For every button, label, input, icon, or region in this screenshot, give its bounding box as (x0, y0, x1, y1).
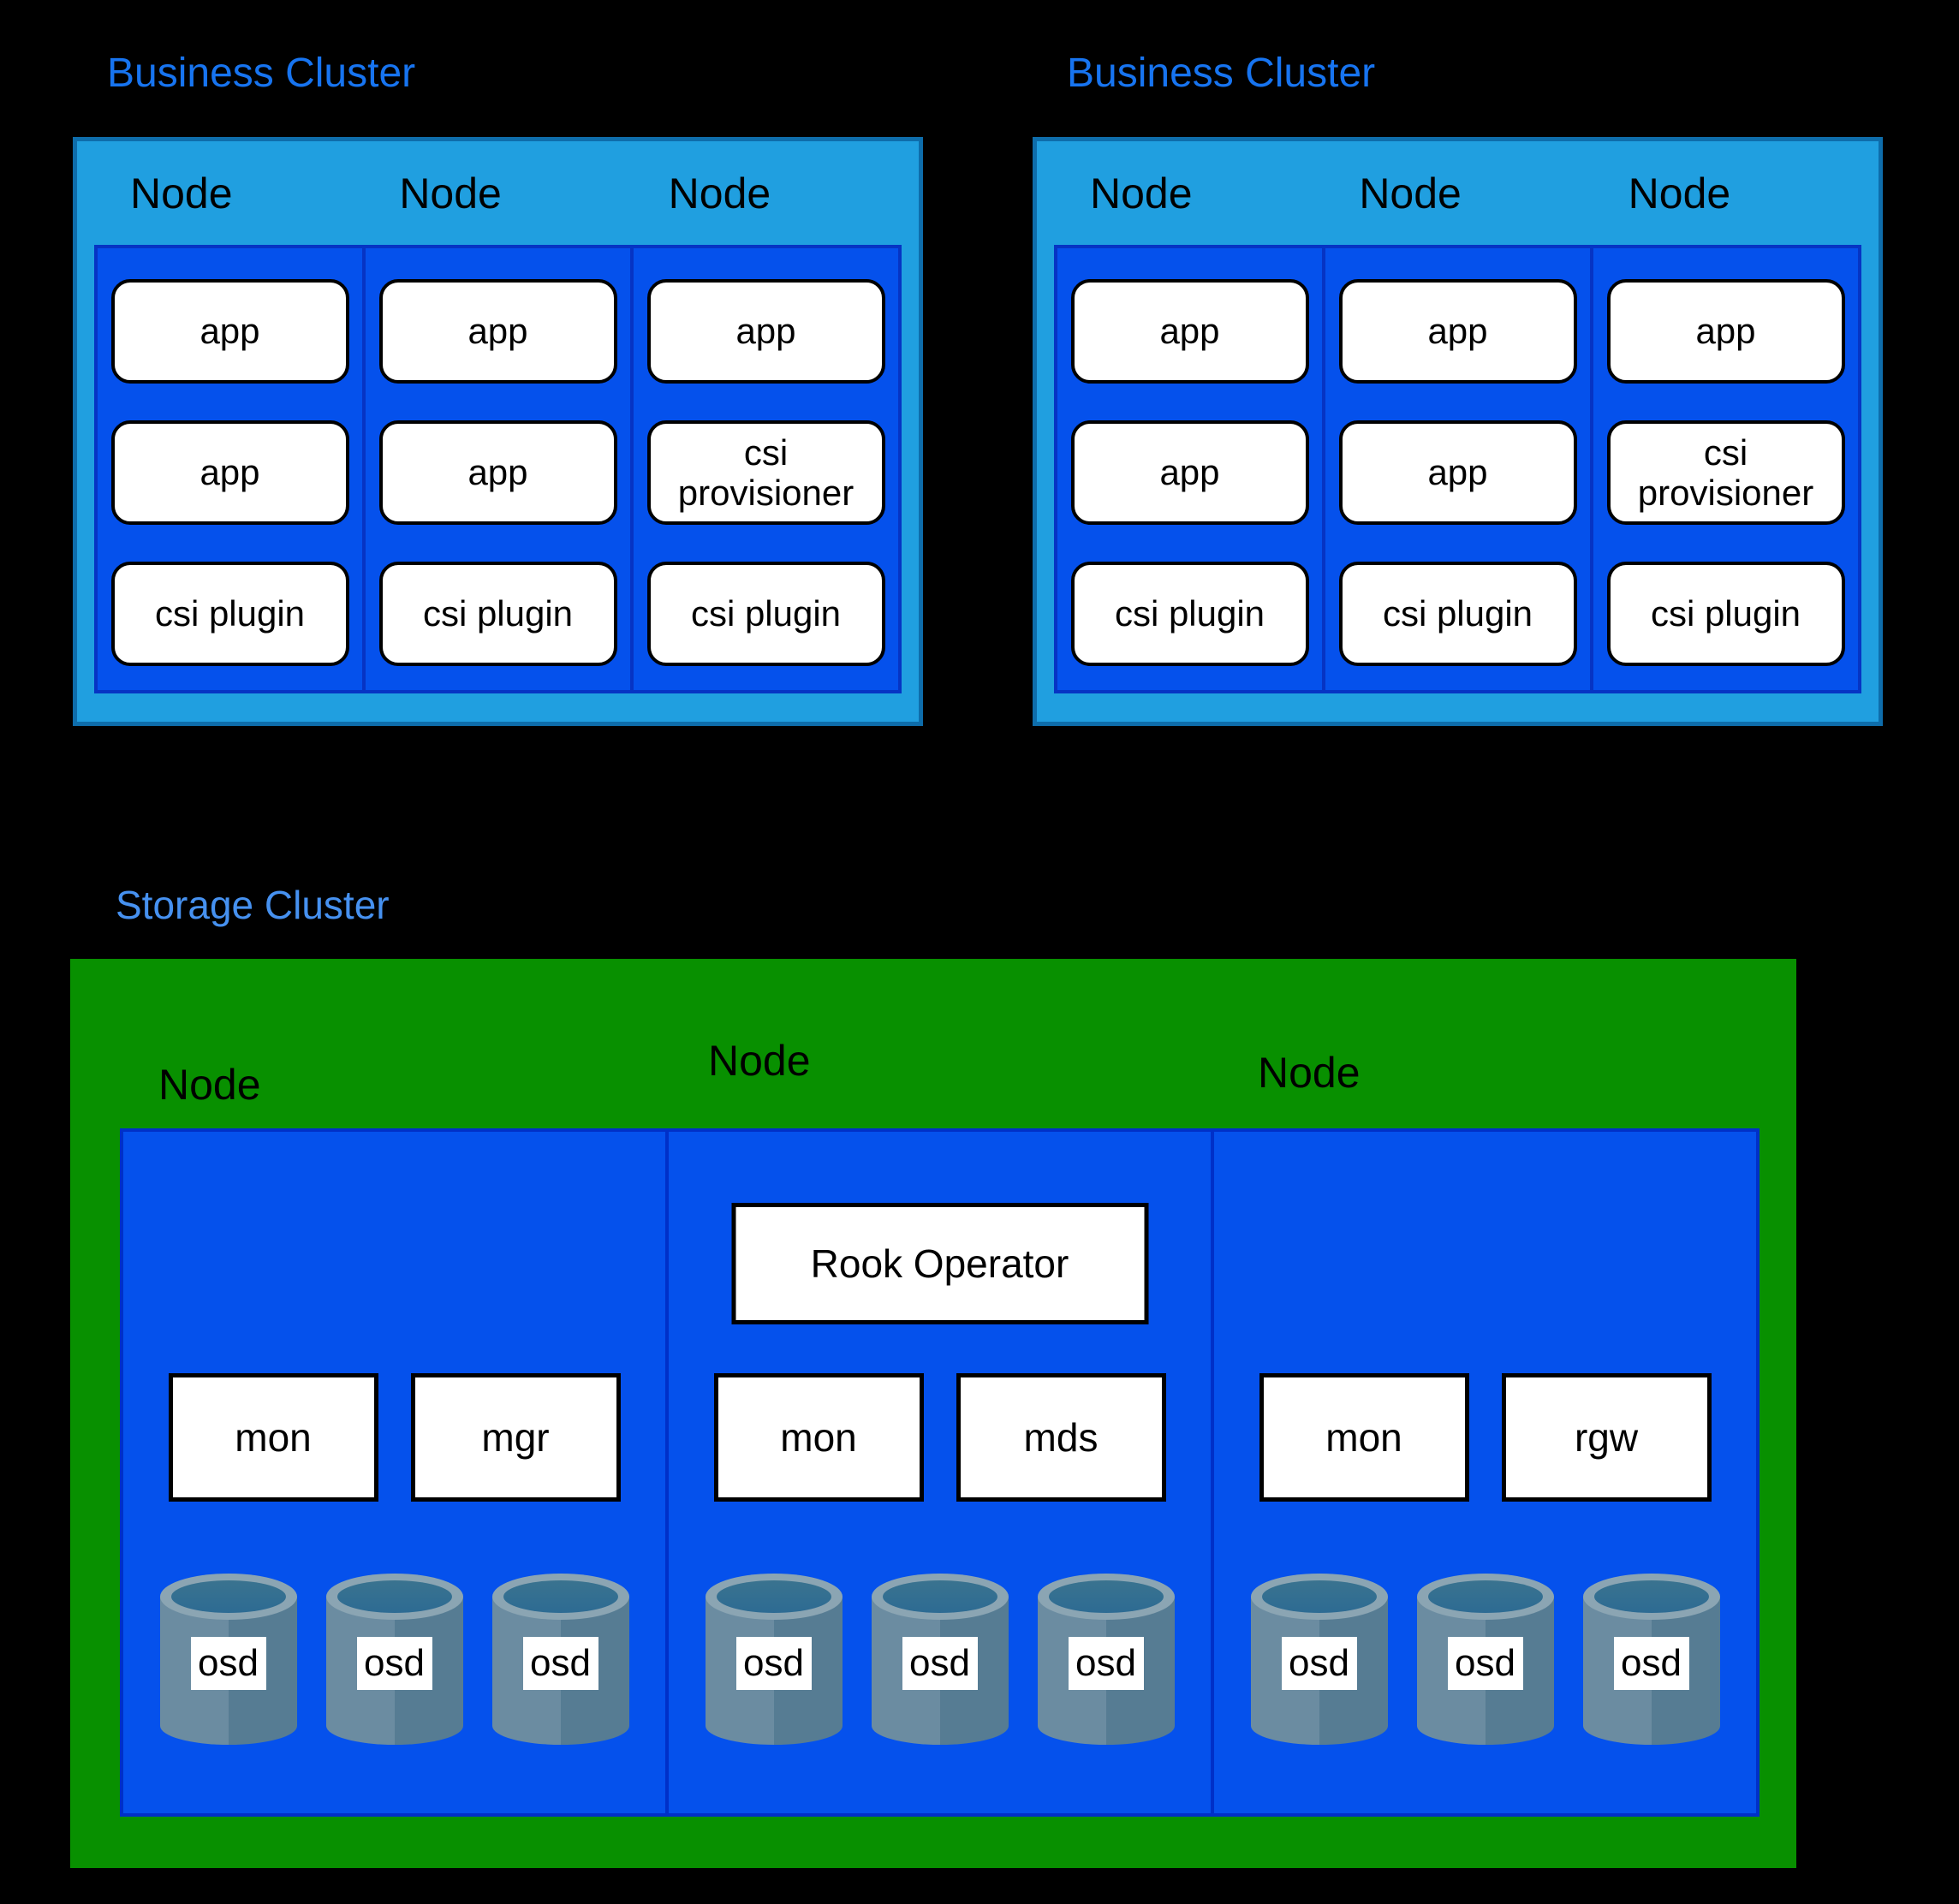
osd-cylinder: osd (1250, 1574, 1388, 1745)
pod-csi-plugin: csi plugin (646, 562, 885, 666)
cylinder-hole (882, 1580, 997, 1613)
osd-label: osd (735, 1637, 812, 1690)
daemon-mon: mon (168, 1373, 378, 1502)
pod-csi-plugin: csi plugin (110, 562, 349, 666)
daemon-mon: mon (713, 1373, 924, 1502)
storage-cluster-node-area: mon mgr osd osd (120, 1128, 1760, 1817)
business-cluster-2-title: Business Cluster (1067, 51, 1376, 96)
osd-label: osd (902, 1637, 978, 1690)
pod-app: app (646, 279, 885, 384)
node-label: Node (1628, 169, 1731, 217)
osd-label: osd (356, 1637, 432, 1690)
osd-label: osd (1281, 1637, 1357, 1690)
osd-label: osd (1447, 1637, 1523, 1690)
node-label: Node (130, 169, 233, 217)
osd-row: osd osd osd (669, 1574, 1211, 1745)
node-column: app csi provisioner csi plugin (1590, 248, 1858, 690)
pod-csi-plugin: csi plugin (1070, 562, 1309, 666)
node-label: Node (399, 169, 502, 217)
cylinder-hole (503, 1580, 618, 1613)
business-cluster-1-node-area: app app csi plugin app app csi plugin ap… (94, 245, 902, 693)
osd-cylinder: osd (491, 1574, 629, 1745)
storage-cluster: Node Node Node mon mgr osd (70, 959, 1796, 1868)
daemon-row: mon mgr (123, 1373, 665, 1502)
osd-cylinder: osd (1037, 1574, 1175, 1745)
daemon-row: mon mds (669, 1373, 1211, 1502)
osd-row: osd osd osd (123, 1574, 665, 1745)
storage-cluster-title: Storage Cluster (116, 883, 390, 927)
pod-app: app (1606, 279, 1845, 384)
cylinder-hole (1261, 1580, 1377, 1613)
pod-app: app (1070, 420, 1309, 525)
daemon-mon: mon (1259, 1373, 1469, 1502)
node-column: app app csi plugin (1057, 248, 1322, 690)
business-cluster-1-title: Business Cluster (107, 51, 416, 96)
osd-label: osd (190, 1637, 266, 1690)
business-cluster-2: Node Node Node app app csi plugin app ap… (1033, 137, 1883, 726)
pod-app: app (1338, 279, 1577, 384)
pod-csi-plugin: csi plugin (378, 562, 617, 666)
pod-app: app (1070, 279, 1309, 384)
osd-cylinder: osd (325, 1574, 463, 1745)
pod-app: app (110, 420, 349, 525)
daemon-mgr: mgr (410, 1373, 621, 1502)
rook-operator-box: Rook Operator (731, 1203, 1148, 1324)
cylinder-hole (1593, 1580, 1709, 1613)
pod-csi-provisioner: csi provisioner (646, 420, 885, 525)
osd-cylinder: osd (1416, 1574, 1554, 1745)
node-label: Node (158, 1061, 261, 1109)
cylinder-hole (716, 1580, 831, 1613)
osd-label: osd (1613, 1637, 1689, 1690)
storage-node-column-1: mon mgr osd osd (123, 1132, 665, 1813)
osd-cylinder: osd (159, 1574, 297, 1745)
node-label: Node (1359, 169, 1462, 217)
osd-cylinder: osd (1582, 1574, 1720, 1745)
business-cluster-2-header: Node Node Node (1037, 141, 1879, 245)
node-column: app app csi plugin (98, 248, 362, 690)
osd-label: osd (1068, 1637, 1144, 1690)
daemon-rgw: rgw (1501, 1373, 1712, 1502)
pod-app: app (110, 279, 349, 384)
osd-cylinder: osd (705, 1574, 843, 1745)
pod-app: app (378, 420, 617, 525)
daemon-row: mon rgw (1214, 1373, 1756, 1502)
daemon-mds: mds (956, 1373, 1166, 1502)
osd-cylinder: osd (871, 1574, 1009, 1745)
business-cluster-1-header: Node Node Node (77, 141, 919, 245)
node-column: app csi provisioner csi plugin (630, 248, 898, 690)
pod-csi-plugin: csi plugin (1338, 562, 1577, 666)
osd-row: osd osd osd (1214, 1574, 1756, 1745)
pod-csi-provisioner: csi provisioner (1606, 420, 1845, 525)
cylinder-hole (1427, 1580, 1543, 1613)
node-label: Node (1258, 1049, 1361, 1097)
business-cluster-1: Node Node Node app app csi plugin app ap… (73, 137, 923, 726)
storage-node-column-3: mon rgw osd osd (1211, 1132, 1756, 1813)
pod-app: app (378, 279, 617, 384)
storage-node-column-2: Rook Operator mon mds osd (665, 1132, 1211, 1813)
node-column: app app csi plugin (362, 248, 630, 690)
node-label: Node (708, 1037, 811, 1085)
cylinder-hole (1048, 1580, 1164, 1613)
node-column: app app csi plugin (1322, 248, 1590, 690)
business-cluster-2-node-area: app app csi plugin app app csi plugin ap… (1054, 245, 1861, 693)
cylinder-hole (336, 1580, 452, 1613)
pod-app: app (1338, 420, 1577, 525)
node-label: Node (1090, 169, 1193, 217)
osd-label: osd (522, 1637, 598, 1690)
node-label: Node (668, 169, 771, 217)
pod-csi-plugin: csi plugin (1606, 562, 1845, 666)
cylinder-hole (170, 1580, 286, 1613)
